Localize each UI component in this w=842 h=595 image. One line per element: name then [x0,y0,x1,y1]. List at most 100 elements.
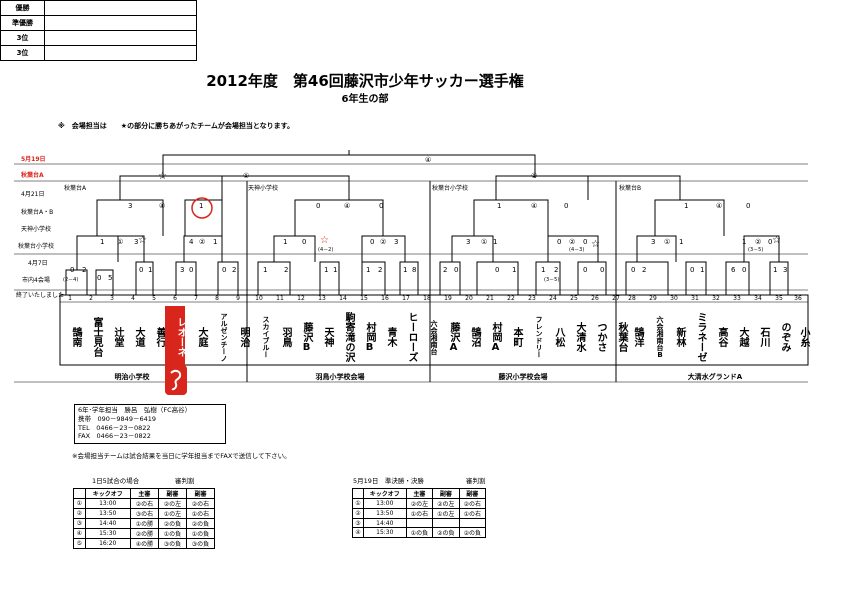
score: 0 [302,238,307,246]
team-number: 12 [297,295,305,302]
table-header: 副審 [185,488,216,499]
result-row: 3位 [0,30,197,46]
score: 2 [642,266,647,274]
team-number: 21 [486,295,494,302]
star-icon: ☆ [772,235,781,246]
row-label-venue: 秋葉台小学校 [18,243,55,250]
cell: ⑤ [73,538,86,549]
cell: ①の右 [405,508,434,519]
cell: ②の左 [432,498,460,509]
team-name: 村岡A [490,321,501,353]
score: 1 [700,266,705,274]
table-header: 副審 [157,488,187,499]
team-name: 藤沢A [448,321,459,353]
row-label-date: 4月7日 [28,260,48,267]
team-name: つかさ [595,322,606,352]
score: 1 [324,266,329,274]
team-name: 大清水 [574,322,585,352]
result-value [44,45,197,61]
pk-score: (2－4) [63,277,79,283]
cell: ②の負 [432,527,460,538]
page-title: 2012年度 第46回藤沢市少年サッカー選手権 [206,72,524,90]
team-number: 18 [423,295,431,302]
row-label-date: 5月19日 [21,156,46,163]
score: 1 [512,266,517,274]
cell: ① [352,498,364,509]
team-name: 天神 [322,327,333,347]
score: 2 [232,266,237,274]
cell: ④ [73,528,86,539]
cell: ③の負 [157,538,187,549]
team-number: 2 [89,295,93,302]
row-label-venue: 市内4会場 [22,277,50,284]
schedule-subtitle: 審判割 [466,477,486,485]
score: 8 [412,266,417,274]
score: 2 [554,266,559,274]
team-name: 石川 [758,327,769,347]
score: 3 [128,202,133,210]
section-label: 天神小学校 [248,185,279,192]
score: 0 [600,266,605,274]
team-number: 13 [318,295,326,302]
team-number: 22 [507,295,515,302]
score: 3 [394,238,399,246]
score: 0 [454,266,459,274]
contact-box: 6年･学年担当 勝呂 弘樹（FC高谷） 携帯 090－9849－6419 TEL… [74,404,226,444]
team-number: 20 [465,295,473,302]
cell: ① [73,498,86,509]
team-name: 高谷 [716,327,727,347]
contact-line: FAX 0466－23－0822 [78,432,151,441]
team-name: 駒寄滝の沢 [343,312,354,362]
score: 2 [82,266,87,274]
final-mark: ④ [425,156,432,164]
team-number: 9 [236,295,240,302]
team-name: 八松 [553,327,564,347]
cell: 16:20 [84,538,131,549]
score: 0 [370,238,375,246]
match-mark: ④ [159,202,166,210]
contact-line: 6年･学年担当 勝呂 弘樹（FC高谷） [78,406,192,414]
score: 0 [768,238,773,246]
star-icon: ☆ [138,235,147,246]
score: 2 [443,266,448,274]
cell: ①の負 [185,528,216,539]
score: 3 [134,238,139,246]
score: 1 [497,202,502,210]
score: 2 [284,266,289,274]
score: 1 [333,266,338,274]
match-mark: ④ [531,202,538,210]
pk-score: (4－2) [318,247,334,253]
score: 1 [213,238,218,246]
score: 0 [495,266,500,274]
team-number: 7 [194,295,198,302]
contact-line: 携帯 090－9849－6419 [78,414,156,423]
cell: ①の勝 [129,518,159,529]
match-mark: ① [481,238,488,246]
score: 0 [316,202,321,210]
team-name: 明治 [238,327,249,347]
team-name: 大道 [133,327,144,347]
team-name: 小糸 [798,327,809,347]
row-label-venue: 秋葉台A [21,172,44,179]
cell: ①の左 [432,508,460,519]
score: 5 [108,274,113,282]
pk-score: (3－5) [748,247,764,253]
cell: 13:00 [362,498,407,509]
cell: ②の勝 [129,528,159,539]
score: 0 [139,266,144,274]
row-label-status: 終了いたしました [16,292,65,299]
team-number: 17 [402,295,410,302]
team-number: 24 [549,295,557,302]
team-number: 10 [255,295,263,302]
cell: ② [73,508,86,519]
table-header: 主審 [405,488,434,499]
row-label-venue: 天神小学校 [21,226,52,233]
venue-label: 藤沢小学校会場 [498,373,548,381]
cell: ①の負 [157,528,187,539]
club-emblem-icon [165,365,187,395]
team-name: 大越 [737,327,748,347]
cell: ②の負 [185,518,216,529]
venue-label: 明治小学校 [114,373,150,381]
